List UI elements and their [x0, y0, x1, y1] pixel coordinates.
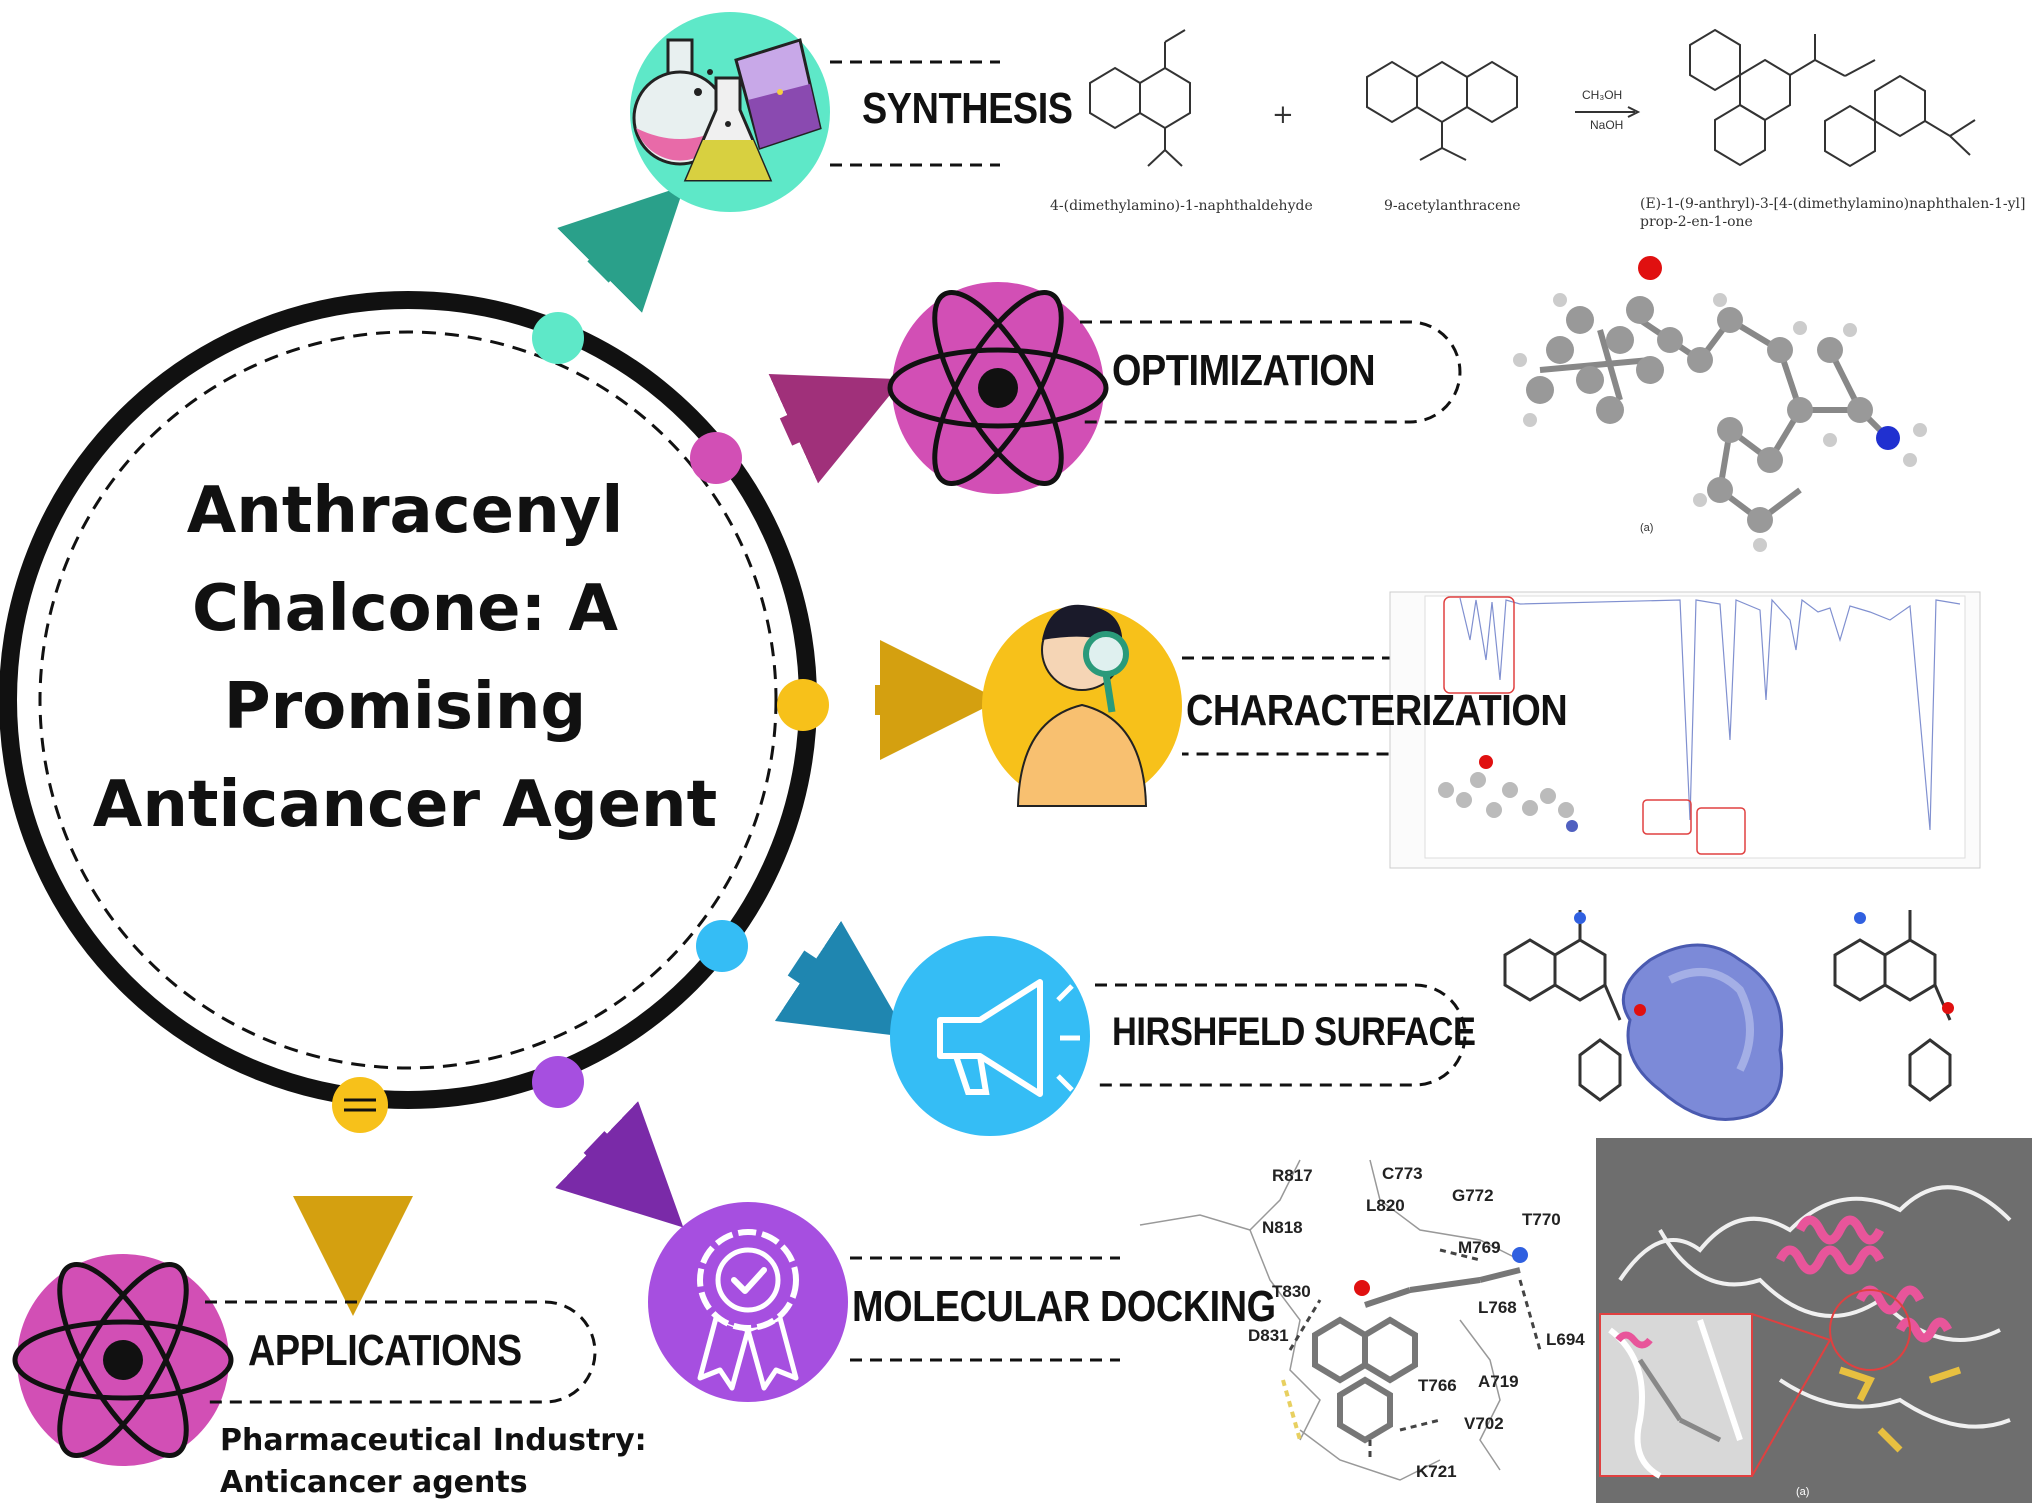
residue-label: M769 — [1458, 1238, 1501, 1257]
reagent-bottom: NaOH — [1590, 118, 1624, 132]
inner-dashed-ring — [38, 330, 778, 1070]
node-applications — [332, 1077, 388, 1133]
atom-icon-optimization — [887, 282, 1109, 494]
title-line-1: Anthracenyl — [186, 474, 624, 548]
applications-line-2: Anticancer agents — [220, 1465, 528, 1500]
node-hirshfeld — [696, 920, 748, 972]
optimized-molecule-render — [1513, 256, 1927, 552]
node-optimization — [690, 432, 742, 484]
arrow-optimization — [768, 374, 903, 484]
nitrogen-atom — [1876, 426, 1900, 450]
residue-label: L820 — [1366, 1196, 1405, 1215]
title-line-3: Promising — [223, 670, 587, 744]
title-line-4: Anticancer Agent — [92, 768, 718, 842]
label-optimization: OPTIMIZATION — [1112, 346, 1376, 395]
product-name-line-2: prop-2-en-1-one — [1640, 214, 1753, 230]
applications-line-1: Pharmaceutical Industry: — [220, 1423, 647, 1458]
label-hirshfeld: HIRSHFELD SURFACE — [1112, 1010, 1476, 1054]
node-docking — [532, 1056, 584, 1108]
residue-label: G772 — [1452, 1186, 1494, 1205]
hirshfeld-surface-render — [1503, 910, 1954, 1121]
residue-label: D831 — [1248, 1326, 1289, 1345]
central-title: Anthracenyl Chalcone: A Promising Antica… — [40, 462, 770, 854]
megaphone-icon — [890, 936, 1090, 1136]
reaction-scheme — [1089, 28, 1976, 168]
protein-panel-label: (a) — [1796, 1486, 1810, 1498]
residue-label: R817 — [1272, 1166, 1313, 1185]
person-magnifier-icon — [982, 604, 1182, 807]
residue-label: N818 — [1262, 1218, 1303, 1237]
residue-label: V702 — [1464, 1414, 1504, 1433]
label-synthesis: SYNTHESIS — [862, 84, 1073, 133]
protein-complex-panel — [1596, 1138, 2032, 1503]
arrow-hirshfeld — [774, 920, 909, 1038]
node-characterization — [777, 679, 829, 731]
label-characterization: CHARACTERIZATION — [1186, 686, 1568, 735]
residue-label: A719 — [1478, 1372, 1519, 1391]
docking-interaction-diagram — [1139, 1159, 1542, 1481]
oxygen-atom — [1638, 256, 1662, 280]
residue-label: C773 — [1382, 1164, 1423, 1183]
residue-label: T766 — [1418, 1376, 1457, 1395]
residue-label: T830 — [1272, 1282, 1311, 1301]
reactant1-name: 4-(dimethylamino)-1-naphthaldehyde — [1050, 198, 1313, 214]
residue-label: T770 — [1522, 1210, 1561, 1229]
title-line-2: Chalcone: A — [192, 572, 618, 646]
reactant2-name: 9-acetylanthracene — [1384, 198, 1521, 214]
award-badge-icon — [648, 1202, 848, 1402]
applications-description: Pharmaceutical Industry: Anticancer agen… — [220, 1420, 647, 1504]
optimization-capsule — [1080, 320, 1462, 424]
product-name-line-1: (E)-1-(9-anthryl)-3-[4-(dimethylamino)na… — [1640, 196, 2026, 212]
arrow-docking — [555, 1101, 684, 1228]
residue-label: L768 — [1478, 1298, 1517, 1317]
node-synthesis — [532, 312, 584, 364]
reagent-top: CH₃OH — [1582, 88, 1623, 102]
label-applications: APPLICATIONS — [248, 1326, 522, 1375]
label-docking: MOLECULAR DOCKING — [852, 1282, 1276, 1331]
residue-label: L694 — [1546, 1330, 1585, 1349]
atom-icon-applications — [12, 1254, 234, 1466]
residue-label: K721 — [1416, 1462, 1457, 1481]
arrow-synthesis — [557, 185, 685, 313]
flasks-icon — [630, 12, 830, 212]
optimization-panel-label: (a) — [1640, 522, 1654, 534]
reaction-plus: + — [1272, 100, 1294, 130]
ir-spectrum-panel — [1389, 591, 1981, 869]
